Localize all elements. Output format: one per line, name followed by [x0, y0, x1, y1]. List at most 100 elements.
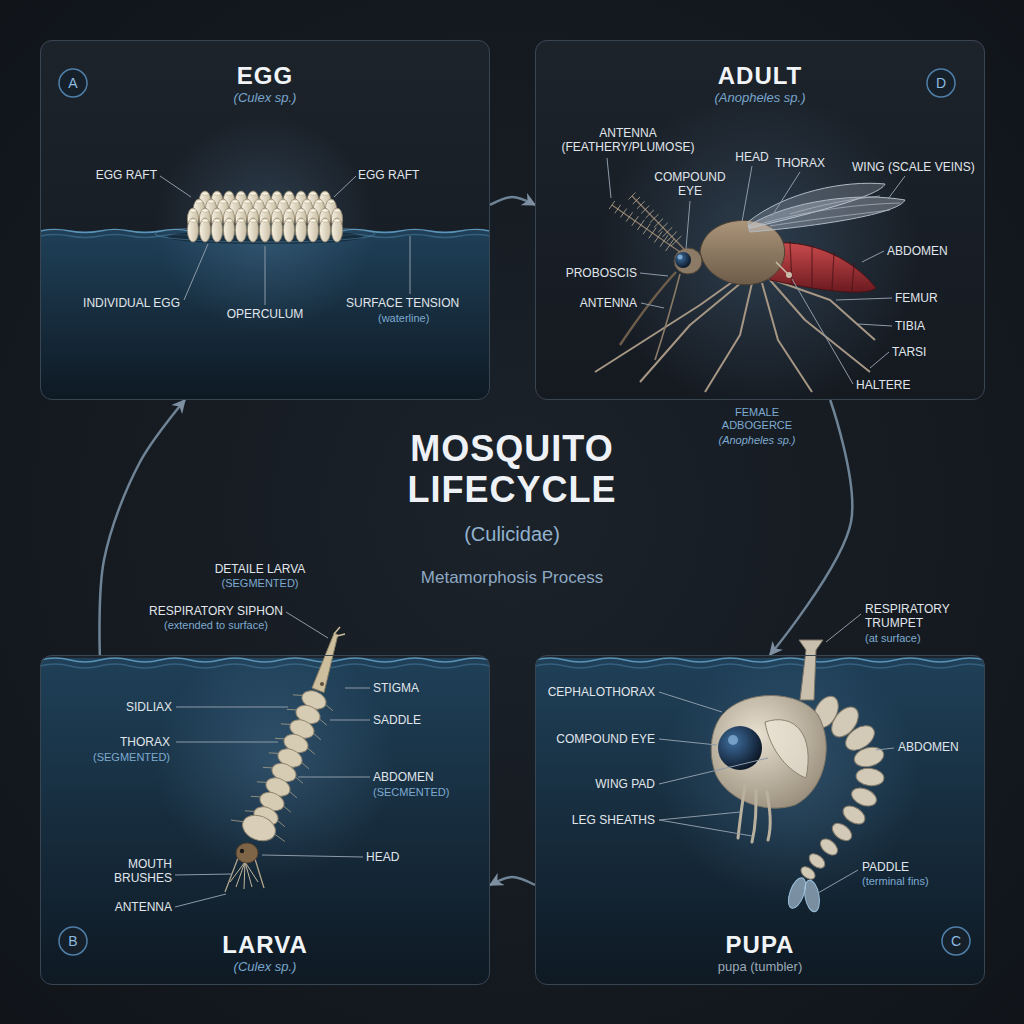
leader-line	[607, 158, 611, 198]
label-holder: EGG RAFT	[96, 168, 157, 182]
label-holder: (waterline)	[378, 312, 429, 325]
label-holder: (Culicidae)	[464, 522, 560, 546]
feathery-antenna	[632, 216, 639, 226]
leader-line	[686, 201, 690, 249]
part-label: LEG SHEATHS	[572, 813, 655, 827]
part-note: (Anopheles sp.)	[718, 434, 795, 447]
egg-raft	[262, 219, 268, 222]
part-note: Metamorphosis Process	[421, 568, 603, 588]
label-holder: SIDLIAX	[126, 700, 172, 714]
stage-title: PUPA	[536, 931, 984, 959]
egg-raft	[334, 209, 340, 212]
larva	[296, 777, 303, 783]
egg-raft	[214, 192, 220, 195]
part-label: CEPHALOTHORAX	[548, 685, 655, 699]
water-surface	[535, 664, 985, 668]
pupa-abdomen	[817, 836, 840, 858]
part-note: (SEGMENTED)	[222, 577, 299, 590]
stage-letter: D	[936, 75, 946, 91]
leader-line	[659, 758, 768, 784]
pupa-abdomen	[849, 785, 879, 810]
paddle	[785, 876, 822, 913]
water	[40, 658, 490, 985]
egg-raft	[187, 218, 198, 242]
label-holder: COMPOUND EYE	[648, 170, 733, 198]
larva	[320, 682, 324, 686]
egg-raft	[286, 219, 292, 222]
leader-line	[659, 812, 740, 820]
leader-line	[262, 855, 363, 857]
leader-line	[184, 244, 208, 300]
feathery-antenna	[649, 228, 656, 239]
stage-letter: B	[68, 933, 77, 949]
egg-raft	[238, 209, 244, 212]
label-holder: TARSI	[892, 345, 926, 359]
egg-raft	[262, 192, 268, 195]
species-name: (Culex sp.)	[41, 959, 489, 975]
larva	[245, 862, 252, 887]
feathery-antenna	[626, 212, 632, 221]
larva	[312, 633, 338, 692]
part-note: (Culicidae)	[464, 522, 560, 546]
label-holder: HEAD	[735, 150, 768, 164]
part-label: STIGMA	[373, 681, 419, 695]
pupa-abdomen	[829, 820, 855, 844]
leader-line	[772, 172, 800, 216]
mosquito-wing	[760, 196, 900, 226]
egg-raft	[316, 200, 322, 203]
part-note: (SECMENTED)	[373, 786, 449, 799]
egg-raft	[304, 200, 310, 203]
leader-line	[659, 692, 722, 712]
egg-raft	[331, 218, 342, 242]
feathery-antenna	[621, 209, 627, 218]
leader-line	[176, 707, 288, 708]
pupa	[711, 640, 886, 913]
label-holder: (SEGMENTED)	[93, 751, 170, 764]
label-holder: ABDOMEN	[373, 770, 434, 784]
egg-raft	[202, 219, 208, 222]
feathery-antenna	[667, 232, 677, 242]
leader-line	[345, 688, 370, 689]
water-surface	[40, 664, 490, 668]
species-name: pupa (tumbler)	[536, 959, 984, 975]
lifecycle-arrow	[490, 197, 535, 205]
larva	[240, 849, 244, 853]
light-glow	[155, 655, 395, 880]
abdomen-stripe	[790, 241, 854, 291]
palp	[655, 274, 680, 360]
part-label: PADDLE	[862, 860, 909, 874]
egg-raft	[322, 219, 328, 222]
part-label: ABDOMEN	[898, 740, 959, 754]
mosquito-wing	[748, 183, 905, 232]
egg-raft	[298, 219, 304, 222]
leader-line	[659, 739, 717, 745]
abdomen-stripe	[852, 263, 854, 291]
feathery-antenna	[609, 193, 684, 252]
egg-raft	[214, 219, 220, 222]
egg-raft	[322, 192, 328, 195]
part-label: ABDOMEN	[887, 244, 948, 258]
part-label: HEAD	[366, 850, 399, 864]
leader-line	[330, 720, 370, 721]
feathery-antenna	[637, 201, 645, 209]
pupa-abdomen	[806, 851, 827, 871]
leg-sheath	[738, 785, 770, 842]
eye-highlight	[678, 255, 683, 260]
feathery-antenna	[646, 210, 654, 218]
feathery-antenna	[632, 196, 684, 249]
part-label: FEMUR	[895, 291, 938, 305]
water-surface	[535, 658, 985, 662]
egg-raft	[247, 218, 258, 242]
label-holder: ANTENNA	[580, 296, 637, 310]
label-holder: SURFACE TENSION	[346, 296, 459, 310]
leg-sheath	[752, 790, 756, 842]
eye-highlight	[728, 735, 738, 745]
species-name: (Anopheles sp.)	[536, 90, 984, 106]
part-label: OPERCULUM	[227, 307, 304, 321]
egg-raft	[244, 200, 250, 203]
larva	[302, 763, 309, 769]
feathery-antenna	[612, 205, 680, 252]
leader-line	[286, 612, 328, 638]
part-label: HALTERE	[856, 378, 910, 392]
